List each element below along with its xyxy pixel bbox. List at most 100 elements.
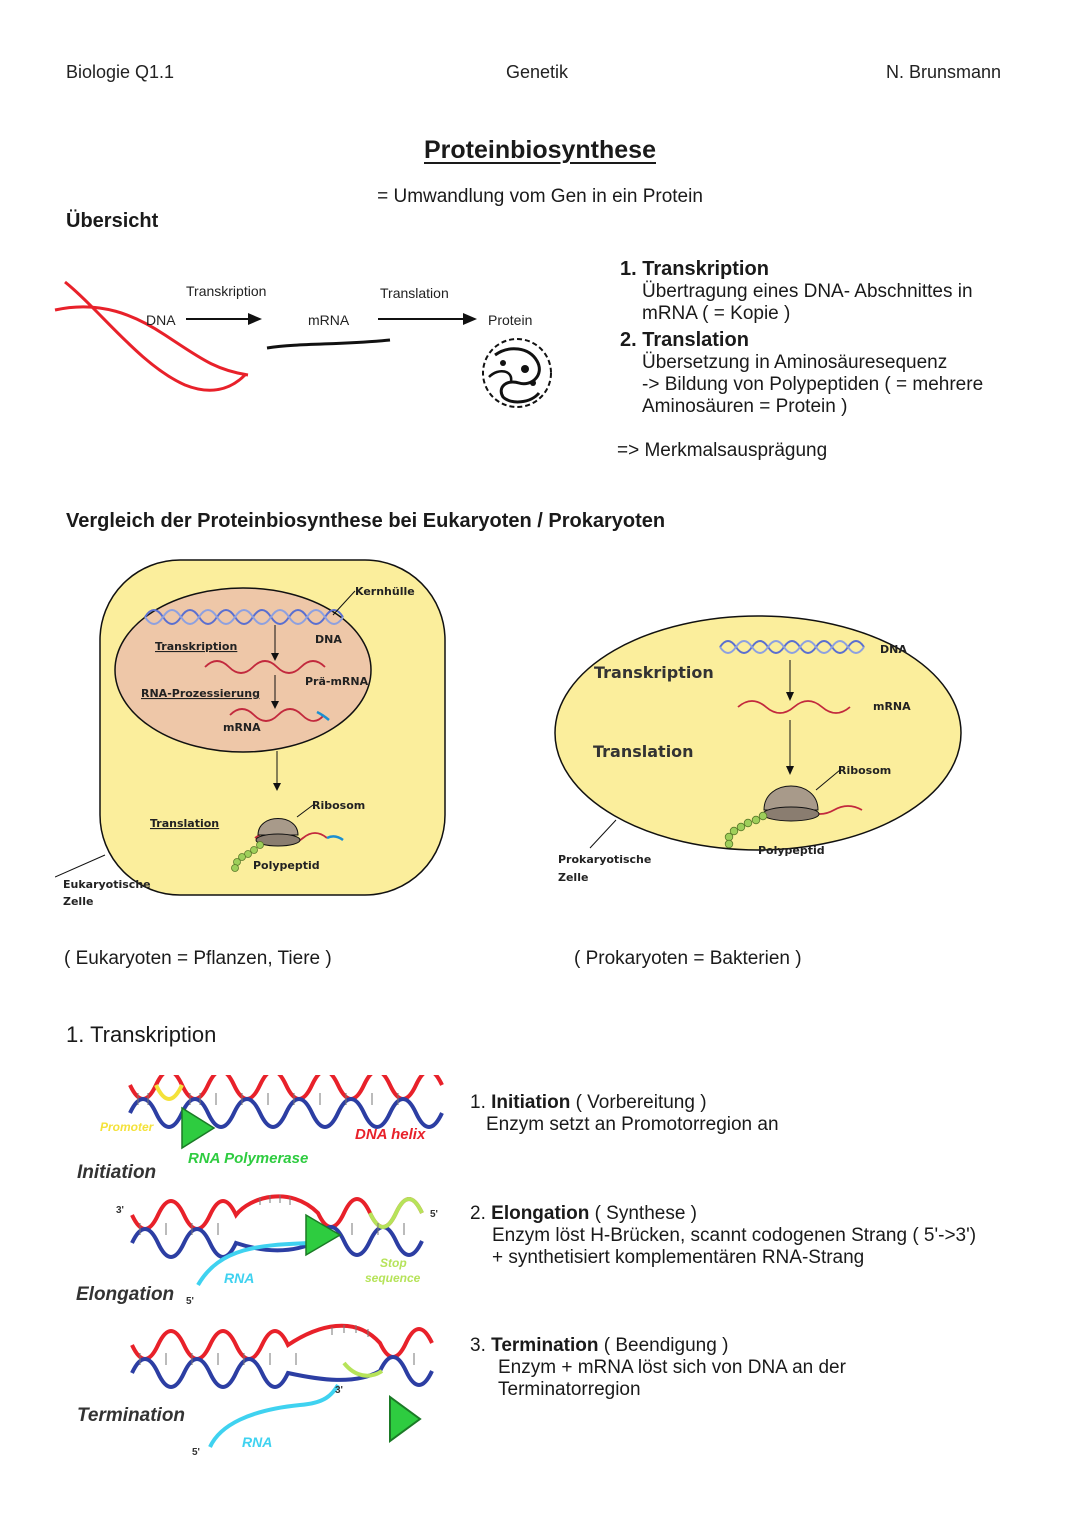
euk-mrna-label: mRNA [223,721,261,734]
header-course: Biologie Q1.1 [66,62,175,82]
step-3-line-2: Terminatorregion [498,1379,641,1400]
overview-dna-label: DNA [146,312,176,328]
pro-ribosom-label: Ribosom [838,764,891,777]
transcription-heading: 1. Transkription [66,1022,217,1047]
euk-dna-strand-1 [144,609,344,625]
euk-cell-label-1: Eukaryotische [63,878,151,891]
pro-cell-label-1: Prokaryotische [558,853,651,866]
dna-helix-label: DNA helix [355,1126,426,1143]
pro-transkription-label: Transkription [594,663,714,682]
promoter-label: Promoter [100,1120,155,1134]
stop-label-1: Stop [380,1256,407,1270]
overview-diagram: DNA Transkription mRNA Translation Prote… [54,280,552,408]
euk-dna-label: DNA [315,633,342,646]
termination-helix [130,1323,434,1448]
eukaryote-caption: ( Eukaryoten = Pflanzen, Tiere ) [64,948,332,969]
step-1-paren: ( Vorbereitung ) [575,1092,707,1113]
term-3prime-label: 3' [335,1385,343,1396]
elong-3prime-label: 3' [116,1205,124,1216]
pro-dna-strand-1 [719,640,865,654]
euk-cell-label-2: Zelle [63,895,93,908]
rna-polymerase-label: RNA Polymerase [188,1150,308,1167]
nucleus [114,587,372,753]
rna-strand-termination [208,1383,340,1448]
euk-rna-prozessierung-label: RNA-Prozessierung [141,687,260,700]
elong-5prime-top-label: 5' [430,1209,438,1220]
step-3-name: Termination [491,1335,599,1356]
pro-mrna-label: mRNA [873,700,911,713]
step-2-num: 2. [470,1203,486,1224]
comparison-heading: Vergleich der Proteinbiosynthese bei Euk… [66,510,666,532]
pro-dna-label: DNA [880,643,907,656]
euk-dna-strand-2 [144,609,344,625]
dna-strand-2 [54,305,249,377]
elong-rna-label: RNA [224,1270,254,1286]
step-2-line-2: + synthetisiert komplementären RNA-Stran… [492,1247,865,1268]
eukaryote-diagram: Kernhülle DNA Transkription Prä-mRNA RNA… [55,559,446,908]
pro-ribosome [763,785,819,811]
euk-ribosome [257,818,299,836]
header-topic: Genetik [506,62,569,82]
overview-step-1-line-2: mRNA ( = Kopie ) [642,303,791,324]
rna-polymerase-initiation [181,1106,216,1150]
pro-mrna [737,700,851,714]
overview-step-2-line-3: Aminosäuren = Protein ) [642,396,848,417]
page-title: Proteinbiosynthese [424,136,656,164]
overview-step-2-title: 2. Translation [620,329,749,351]
elongation-label: Elongation [76,1284,174,1305]
transcription-diagram: Promoter DNA helix RNA Polymerase Initia… [76,1075,444,1458]
initiation-label: Initiation [77,1162,156,1183]
step-2-paren: ( Synthese ) [594,1203,698,1224]
overview-step-1-line-1: Übertragung eines DNA- Abschnittes in [642,281,973,302]
rna-polymerase-termination [389,1395,422,1443]
step-2-name: Elongation [491,1203,590,1224]
pro-polypeptide [724,811,768,849]
overview-steps: 1. Transkription Übertragung eines DNA- … [620,258,983,418]
euk-translation-label: Translation [150,817,219,830]
overview-result: => Merkmalsausprägung [617,440,828,461]
overview-step-2-line-1: Übersetzung in Aminosäuresequenz [642,352,948,373]
step-3-num: 3. [470,1335,486,1356]
overview-mrna-label: mRNA [308,312,350,328]
prokaryote-cell [554,615,962,851]
euk-transkription-label: Transkription [155,640,237,653]
step-1-line-1: Enzym setzt an Promotorregion an [486,1114,779,1135]
euk-kernhuelle-label: Kernhülle [355,585,415,598]
step-3-line-1: Enzym + mRNA löst sich von DNA an der [498,1357,846,1378]
transcription-step-1: 1. Initiation ( Vorbereitung ) Enzym set… [470,1092,779,1136]
euk-polypeptid-label: Polypeptid [253,859,320,872]
overview-step-2-line-2: -> Bildung von Polypeptiden ( = mehrere [642,374,984,395]
header-author: N. Brunsmann [886,62,1002,82]
term-rna-label: RNA [242,1434,272,1450]
euk-mrna [229,708,325,722]
prokaryote-caption: ( Prokaryoten = Bakterien ) [574,948,802,969]
euk-polypeptide [231,841,264,872]
rna-strand-elongation [196,1241,311,1287]
euk-prae-mrna [204,660,326,674]
prokaryote-diagram: DNA Transkription mRNA Translation Ribos… [554,615,962,884]
step-2-line-1: Enzym löst H-Brücken, scannt codogenen S… [492,1225,977,1246]
pro-polypeptid-label: Polypeptid [758,844,825,857]
euk-ribosom-label: Ribosom [312,799,365,812]
mrna-strand [266,338,391,350]
termination-label: Termination [77,1405,185,1426]
pro-cell-label-2: Zelle [558,871,588,884]
page-subtitle: = Umwandlung vom Gen in ein Protein [377,186,703,207]
initiation-helix [128,1075,444,1150]
step-1-name: Initiation [491,1092,571,1113]
elong-5prime-label: 5' [186,1296,194,1307]
elongation-helix [130,1194,424,1287]
overview-transcription-label: Transkription [186,283,266,299]
stop-label-2: sequence [365,1271,421,1285]
pro-dna-strand-2 [719,640,865,654]
step-1-num: 1. [470,1092,486,1113]
overview-translation-label: Translation [380,285,449,301]
protein-icon [482,338,552,408]
pro-translation-label: Translation [593,742,694,761]
transcription-step-2: 2. Elongation ( Synthese ) Enzym löst H-… [470,1203,976,1269]
overview-step-1-title: 1. Transkription [620,258,769,280]
rna-polymerase-elongation [305,1213,342,1257]
euk-prae-mrna-label: Prä-mRNA [305,675,369,688]
term-5prime-label: 5' [192,1447,200,1458]
step-3-paren: ( Beendigung ) [603,1335,729,1356]
